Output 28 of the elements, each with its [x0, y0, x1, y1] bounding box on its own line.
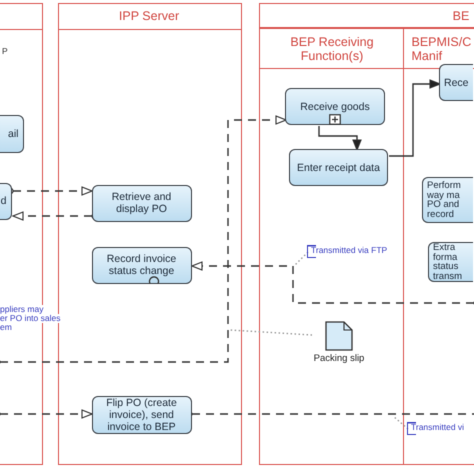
lane-title: BEPMIS/C Manif	[412, 34, 472, 62]
lane-title: BE	[452, 9, 470, 23]
association-line	[392, 415, 408, 430]
task-box: Extra forma status transm	[428, 242, 473, 282]
sequence-flow-arrow	[389, 79, 441, 157]
task-box: Perform way ma PO and record	[422, 177, 473, 223]
task-box: Receive goods	[285, 88, 385, 125]
annotation-text: em	[0, 323, 12, 332]
message-flow-arrow	[0, 115, 287, 366]
task-box: Retrieve and display PO	[92, 184, 192, 222]
annotation-text: ppliers may	[0, 305, 44, 314]
task-box: ail	[0, 114, 24, 152]
message-flow-arrow	[191, 261, 474, 307]
sequence-flow-arrow	[318, 126, 362, 151]
task-box: Enter receipt data	[289, 149, 388, 186]
lane-title: BEP Receiving Function(s)	[289, 34, 375, 62]
task-box: Flip PO (create invoice), send invoice to BEP	[92, 396, 192, 434]
data-object: Packing slip	[311, 321, 367, 361]
lane-note: P	[2, 47, 8, 56]
association-line	[294, 252, 308, 266]
task-box: d	[0, 182, 12, 220]
message-flow-arrow	[0, 409, 93, 419]
lane-title: IPP Server	[118, 9, 180, 23]
task-box: Rece	[439, 64, 473, 101]
task-box: Record invoice status change	[92, 246, 192, 284]
annotation-text: er PO into sales	[0, 314, 60, 323]
swimlane	[259, 3, 474, 465]
association-line	[230, 329, 312, 336]
